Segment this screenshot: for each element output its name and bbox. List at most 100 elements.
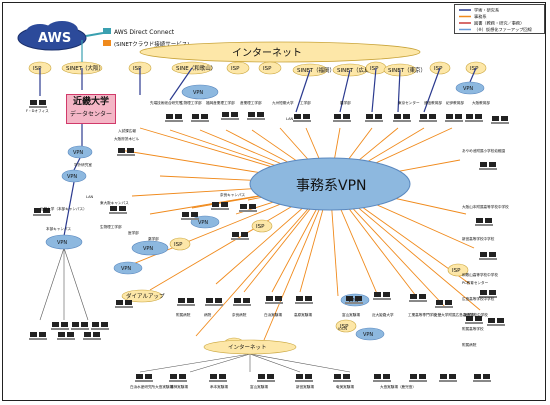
small-label-nara: 奈良キャンパス [220, 192, 246, 197]
site-label-row-6: 大島実験場（鹿児島） [380, 384, 416, 389]
site-computer-27 [91, 322, 109, 330]
site-label-top-9: 紀伊教育部 [446, 100, 464, 105]
datacenter-box: 近畿大学 データセンター [66, 94, 116, 124]
site-computer-33 [295, 296, 313, 304]
legend-text-2: 図書（教務・研究／事務） [474, 20, 524, 27]
backbone-link-4 [339, 69, 351, 113]
backbone-link-6 [397, 69, 401, 113]
site-computer-34 [345, 296, 363, 304]
site-label-right-2: 新宮高等学校中学校 [462, 236, 495, 241]
site-computer-32 [265, 296, 283, 304]
site-computer-47 [333, 374, 351, 382]
backbone-link-7 [423, 67, 441, 113]
svg-text:インターネット: インターネット [228, 343, 267, 351]
vpn-cloud-l3: VPN [45, 234, 83, 250]
small-label-home: 学外研究室 [74, 162, 92, 167]
site-label-bottom-2: 奈良病院 [232, 312, 247, 317]
site-label-top-4: 九州短期大学 [272, 100, 294, 105]
site-computer-17 [239, 204, 257, 212]
isp-cloud-iocn-label: ISP [340, 324, 349, 330]
site-computer-12 [491, 116, 509, 124]
site-label-top-5: 工学部 [300, 100, 311, 105]
site-computer-30 [205, 298, 223, 306]
site-computer-43 [169, 374, 187, 382]
isp-cloud-6: SINET（福岡） [292, 63, 335, 77]
small-label-east: 東大阪キャンパス [100, 200, 129, 205]
backbone-link-11 [73, 157, 81, 171]
site-computer-41 [83, 332, 101, 340]
site-computer-5 [293, 114, 311, 122]
site-label-bottom-5: 富山実験場 [342, 312, 360, 317]
small-label-lan2: LAN [286, 117, 294, 121]
svg-text:インターネット: インターネット [232, 47, 302, 59]
small-label-lab-1: 医学部 [128, 230, 139, 235]
site-label-left-3: 近畿大学（本部キャンパス） [40, 206, 87, 211]
site-label-right-1: 大阪山本附属高等学校中学校 [462, 204, 509, 209]
svg-text:事務系VPN: 事務系VPN [296, 178, 367, 194]
small-label-lab-2: 薬学部 [148, 236, 159, 241]
site-label-bottom-7: 工業高等専門学校 [408, 312, 437, 317]
vpn-cloud-c3-label: VPN [198, 220, 208, 226]
vpn-cloud-c1: VPN [131, 240, 169, 256]
site-computer-36 [409, 294, 427, 302]
site-computer-46 [295, 374, 313, 382]
site-label-row-1: 浦神実験場 [170, 384, 188, 389]
site-label-top-1: 生物理工学部 [180, 100, 202, 105]
site-label-bottom-0: 附属病院 [176, 312, 191, 317]
vpn-cloud-b1-label: VPN [348, 298, 358, 304]
site-computer-20 [479, 162, 497, 170]
site-computer-28 [115, 300, 133, 308]
site-computer-25 [51, 322, 69, 330]
vpn-cloud-c2-label: VPN [121, 266, 131, 272]
site-label-bottom-6: 近大姫路大学 [372, 312, 394, 317]
legend-text-1: 事務系 [474, 13, 487, 20]
internet-cloud: インターネット [139, 41, 421, 63]
vpn-cloud-l2: VPN [61, 169, 87, 183]
tree-link-6 [249, 353, 301, 373]
site-computer-51 [473, 374, 491, 382]
site-computer-29 [177, 298, 195, 306]
site-computer-15 [109, 206, 127, 214]
backbone-link-8 [469, 67, 477, 83]
site-computer-8 [393, 114, 411, 122]
tree-link-0 [39, 247, 65, 321]
site-label-top-0: 先端技術総合研究所 [150, 100, 183, 105]
site-label-row-0: 白浜水産研究所大島実験場 [130, 384, 174, 389]
site-label-bottom-1: 病院 [204, 312, 212, 317]
vpn-cloud-c2: VPN [113, 261, 143, 275]
site-computer-49 [409, 374, 427, 382]
site-label-bottom-9: 医学部 [464, 312, 475, 317]
site-label-top-8: 通信教育部 [424, 100, 442, 105]
site-computer-42 [135, 374, 153, 382]
site-computer-37 [435, 300, 453, 308]
isp-cloud-4-label: ISP [231, 66, 240, 72]
legend-text-0: 学術・研究系 [474, 7, 499, 14]
svg-text:ダイアルアップ: ダイアルアップ [126, 292, 165, 300]
isp-cloud-3: SINE（和歌山） [171, 61, 216, 75]
site-computer-50 [439, 374, 457, 382]
aws-cloud: AWS [17, 21, 87, 51]
site-label-left-2: 本部キャンパス [46, 226, 72, 231]
main-vpn-cloud [249, 157, 411, 211]
site-computer-3 [221, 112, 239, 120]
vpn-cloud-b2-label: VPN [363, 332, 373, 338]
isp-cloud-9-label: SINET（東京） [388, 66, 426, 74]
site-computer-38 [465, 316, 483, 324]
isp-cloud-c: ISP [169, 237, 191, 251]
site-label-bottom-8: 近畿大学附属広島高等学校中学校 [434, 312, 488, 317]
isp-cloud-2-label: ISP [133, 66, 142, 72]
isp-cloud-1-label: SINET（大阪） [66, 64, 104, 72]
site-computer-21 [475, 218, 493, 226]
site-computer-4 [247, 112, 265, 120]
vpn-cloud-c1-label: VPN [143, 246, 153, 252]
site-label-right-7: PC教育センター [462, 280, 489, 285]
isp-cloud-c-label: ISP [174, 242, 183, 248]
isp-cloud-1: SINET（大阪） [61, 61, 104, 75]
isp-cloud-7-label: SINET（広島） [337, 66, 375, 74]
svg-text:AWS Direct Connect: AWS Direct Connect [114, 29, 175, 36]
isp-cloud-10-label: ISP [434, 66, 443, 72]
site-computer-19 [231, 232, 249, 240]
site-computer-18 [181, 212, 199, 220]
